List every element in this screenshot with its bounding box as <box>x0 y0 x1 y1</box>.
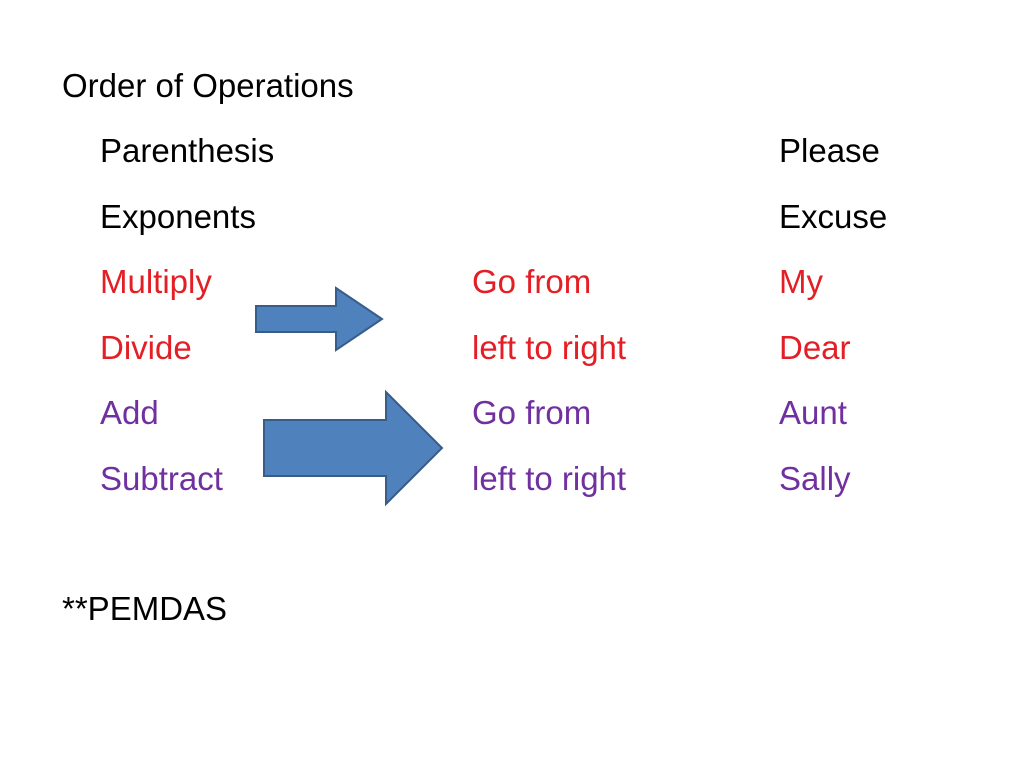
note-left-to-right-2: left to right <box>472 460 627 497</box>
note-go-from-1: Go from <box>472 263 592 300</box>
operation-exponents: Exponents <box>100 198 256 235</box>
mnemonic-aunt: Aunt <box>779 394 847 431</box>
right-arrow-icon <box>255 286 384 352</box>
note-left-to-right-1: left to right <box>472 329 627 366</box>
operation-divide: Divide <box>100 329 192 366</box>
mnemonic-please: Please <box>779 132 880 169</box>
operation-parenthesis: Parenthesis <box>100 132 275 169</box>
right-arrow-icon <box>263 389 444 507</box>
operation-multiply: Multiply <box>100 263 212 300</box>
mnemonic-sally: Sally <box>779 460 851 497</box>
slide-title: Order of Operations <box>62 67 354 104</box>
operation-subtract: Subtract <box>100 460 223 497</box>
mnemonic-excuse: Excuse <box>779 198 888 235</box>
note-go-from-2: Go from <box>472 394 592 431</box>
mnemonic-my: My <box>779 263 823 300</box>
pemdas-footnote: **PEMDAS <box>62 590 228 627</box>
operation-add: Add <box>100 394 159 431</box>
mnemonic-dear: Dear <box>779 329 851 366</box>
